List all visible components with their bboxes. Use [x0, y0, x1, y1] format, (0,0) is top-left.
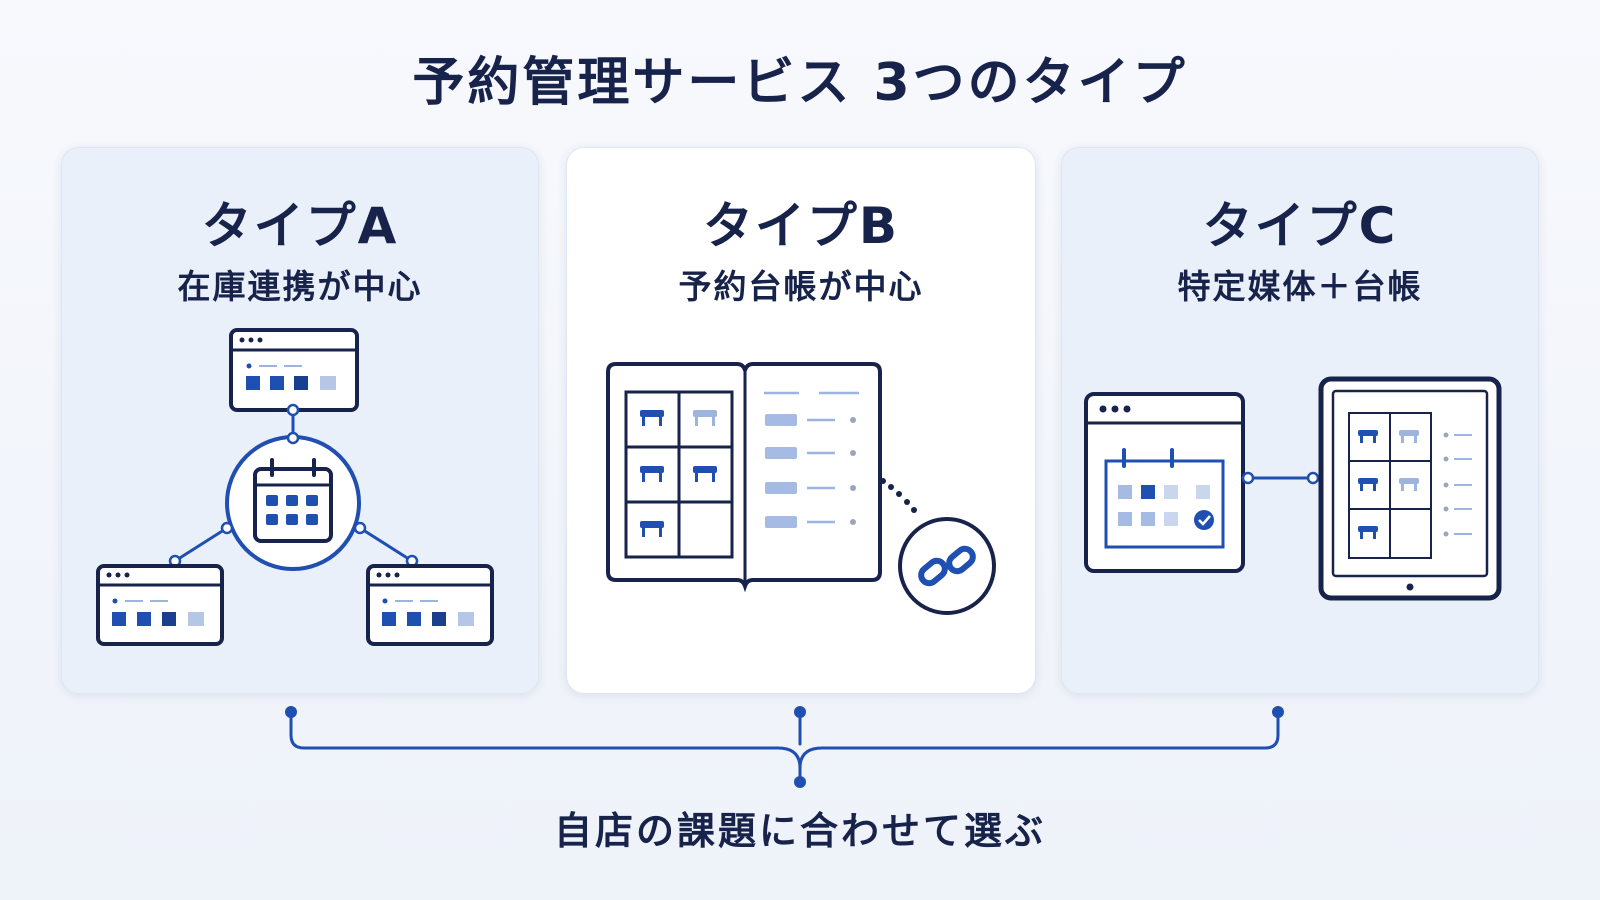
card-title: タイプC: [1202, 197, 1398, 255]
card-type-c: タイプC 特定媒体＋台帳: [1061, 147, 1539, 694]
card-subtitle: 特定媒体＋台帳: [1177, 267, 1423, 306]
card-subtitle: 予約台帳が中心: [678, 267, 924, 306]
browser-tablet-link-icon: [1084, 376, 1502, 601]
card-type-a: タイプA 在庫連携が中心: [61, 147, 539, 694]
card-type-b: タイプB 予約台帳が中心: [566, 147, 1036, 694]
card-title: タイプB: [702, 197, 900, 255]
bottom-caption: 自店の課題に合わせて選ぶ: [553, 809, 1046, 853]
page-title: 予約管理サービス 3つのタイプ: [412, 53, 1188, 113]
ledger-book-icon: [606, 362, 996, 615]
card-subtitle: 在庫連携が中心: [177, 267, 423, 306]
card-title: タイプA: [201, 197, 399, 255]
sync-hub-calendar-icon: [96, 328, 494, 646]
